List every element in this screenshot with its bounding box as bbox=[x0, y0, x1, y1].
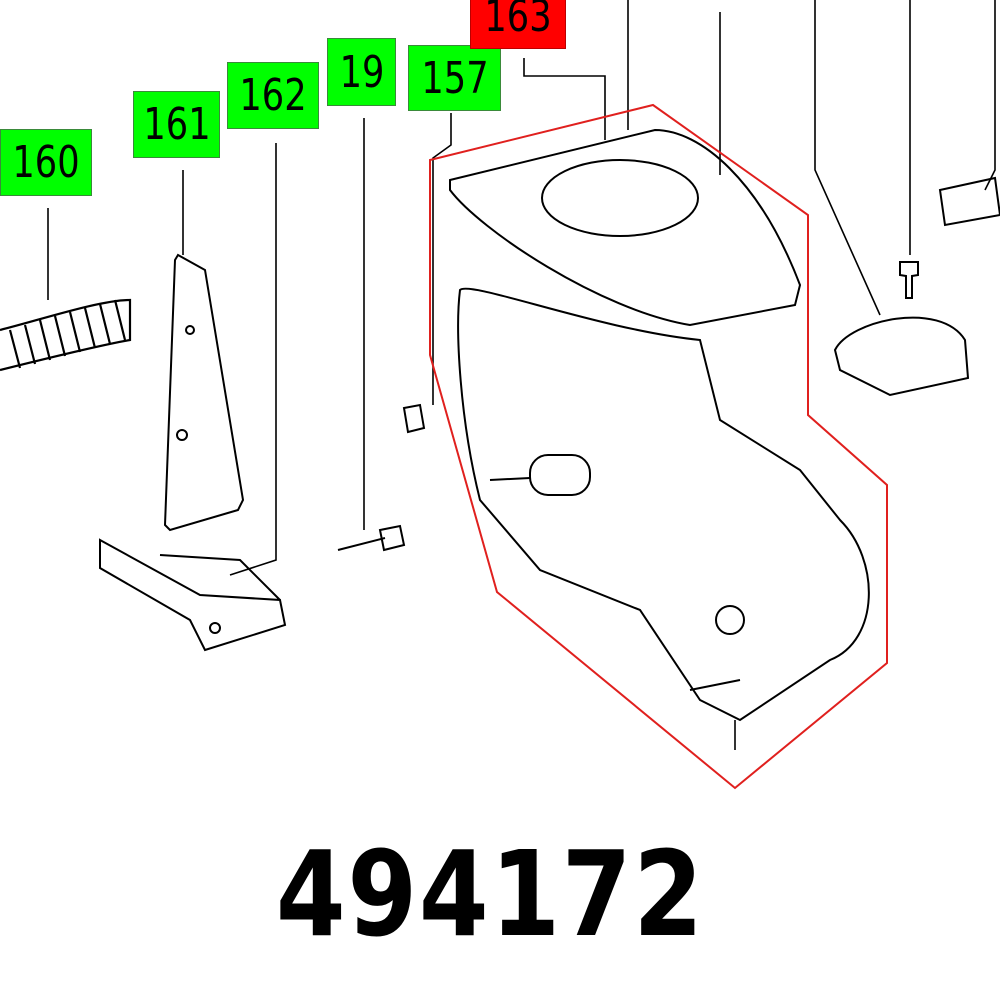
label-text: 163 bbox=[484, 0, 552, 42]
spring-part bbox=[0, 298, 132, 372]
part-label-160[interactable]: 160 bbox=[0, 129, 92, 196]
pin-part bbox=[899, 261, 919, 299]
part-label-163[interactable]: 163 bbox=[470, 0, 566, 49]
plate-part bbox=[163, 253, 245, 532]
grip-part bbox=[833, 316, 970, 397]
part-label-19[interactable]: 19 bbox=[327, 38, 396, 106]
nut-part bbox=[402, 403, 426, 434]
label-text: 157 bbox=[420, 52, 489, 104]
assembly-outline bbox=[429, 103, 888, 790]
housing-part bbox=[449, 128, 870, 722]
part-number-text: 494172 bbox=[275, 825, 705, 963]
label-text: 162 bbox=[239, 70, 307, 121]
part-label-162[interactable]: 162 bbox=[227, 62, 319, 129]
bracket-part bbox=[99, 538, 287, 652]
part-label-161[interactable]: 161 bbox=[133, 91, 220, 158]
knob-part bbox=[938, 176, 1000, 227]
part-label-157[interactable]: 157 bbox=[408, 45, 501, 111]
screw-part bbox=[337, 524, 406, 552]
part-number: 494172 bbox=[0, 825, 980, 963]
label-text: 19 bbox=[339, 46, 384, 98]
label-text: 160 bbox=[12, 137, 80, 188]
label-text: 161 bbox=[142, 99, 211, 150]
leader-lines bbox=[47, 0, 996, 750]
